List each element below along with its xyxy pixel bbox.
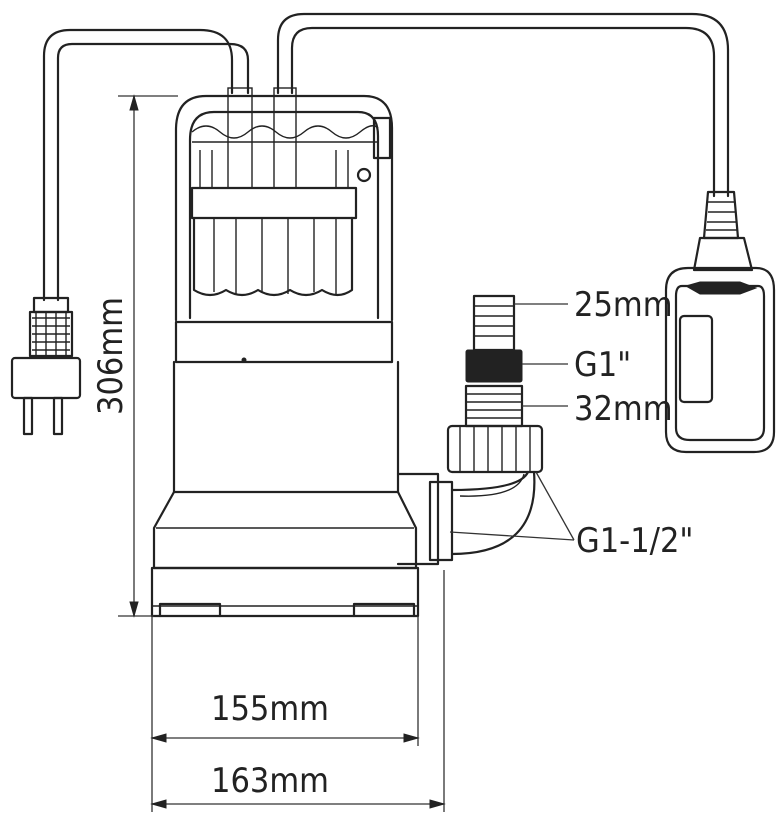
pump-body <box>150 87 420 618</box>
thread-small-label: G1" <box>574 345 631 385</box>
dimension-lines <box>118 94 446 812</box>
leader-lines <box>449 303 575 541</box>
hose-small-label: 25mm <box>574 285 673 325</box>
width-total-label: 163mm <box>211 761 329 801</box>
height-label: 306mm <box>91 297 131 415</box>
power-cable <box>42 28 250 302</box>
outlet-elbow <box>396 294 544 566</box>
float-cable <box>276 12 740 240</box>
thread-large-label: G1-1/2" <box>576 521 694 561</box>
float-switch-icon <box>664 236 776 454</box>
hose-large-label: 32mm <box>574 389 673 429</box>
plug-icon <box>10 296 82 436</box>
width-base-label: 155mm <box>211 689 329 729</box>
